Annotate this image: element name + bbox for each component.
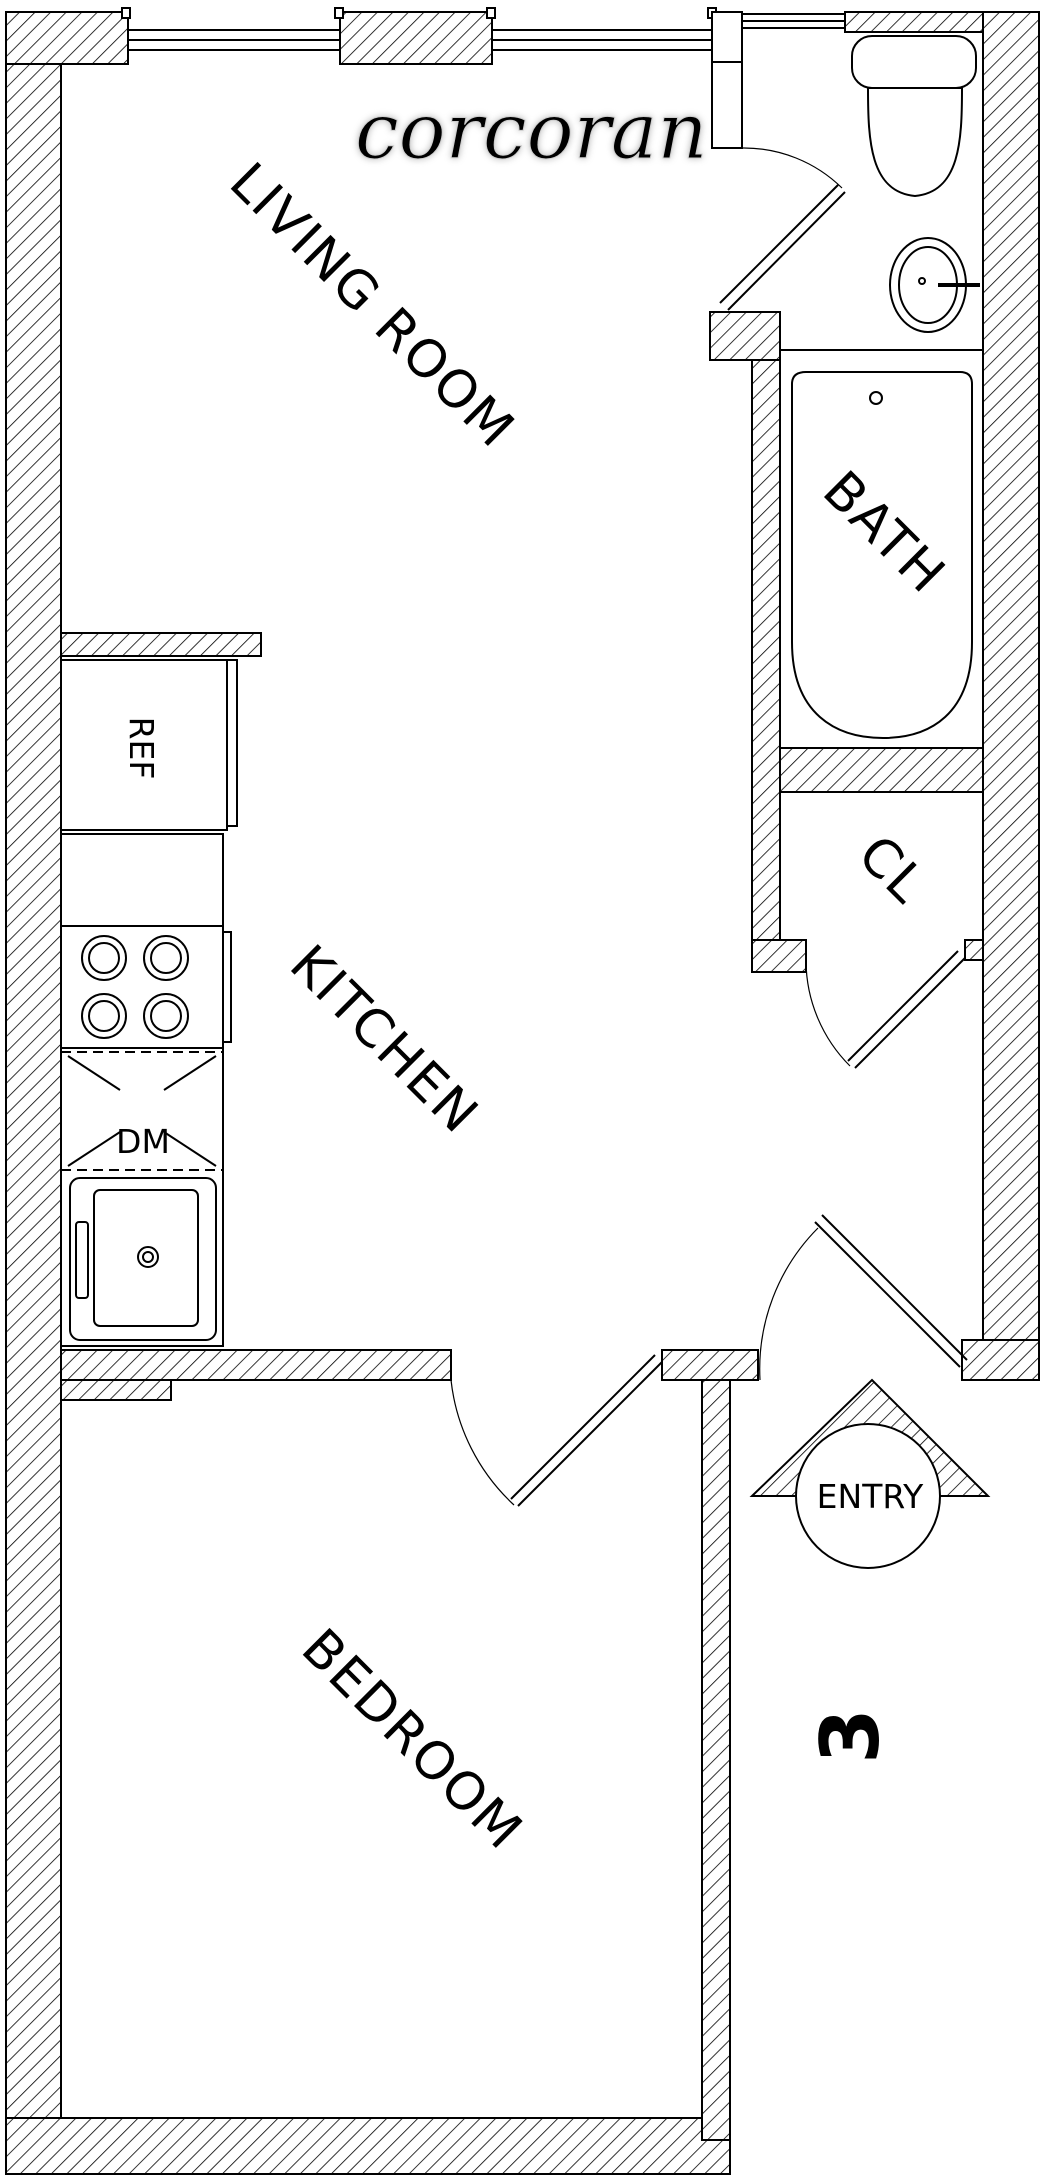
fixture-label-dm: DM (116, 1122, 170, 1161)
wall-bedroom-right (701, 1379, 731, 2141)
refrigerator (60, 659, 238, 831)
labels: corcoran LIVING ROOM BATH KITCHEN CL BED… (116, 87, 957, 1863)
door-entry (759, 1214, 968, 1381)
windows (121, 7, 846, 149)
counter (60, 833, 224, 1347)
kitchen-sink (69, 1177, 217, 1341)
room-label-living-room: LIVING ROOM (218, 152, 526, 460)
wall-right-entry (961, 1339, 1040, 1381)
sink (889, 237, 980, 333)
wall-left (5, 11, 62, 2175)
toilet (851, 35, 977, 198)
walls (5, 11, 1040, 2175)
doors (450, 147, 968, 1507)
wall-bedroom-top-mid (661, 1349, 759, 1381)
door-closet (805, 950, 966, 1069)
watermark-logo: corcoran (355, 87, 708, 177)
entry-marker: ENTRY (749, 1378, 991, 1569)
wall-kitchen-stub (60, 632, 262, 657)
entry-circle (795, 1423, 941, 1569)
room-label-bedroom: BEDROOM (290, 1618, 534, 1862)
dishwasher (61, 1051, 223, 1171)
wall-bedroom-top-left (60, 1349, 452, 1381)
wall-top-pier-right (844, 11, 984, 33)
door-bath (719, 147, 846, 311)
door-bedroom (450, 1354, 663, 1507)
bath-fixtures (779, 35, 984, 749)
entry-label: ENTRY (817, 1477, 925, 1516)
unit-number: 3 (804, 1708, 897, 1764)
wall-bedroom-top-notch (60, 1379, 172, 1401)
fixture-label-ref: REF (122, 717, 161, 780)
wall-bath-left (751, 311, 781, 973)
wall-closet-stub-right (964, 939, 984, 961)
wall-top-pier-left (5, 11, 129, 65)
wall-bath-closet (779, 747, 984, 793)
range (60, 925, 232, 1049)
bathtub (779, 349, 984, 749)
room-label-kitchen: KITCHEN (278, 934, 490, 1146)
wall-top-pier-mid (339, 11, 493, 65)
wall-right-upper (982, 11, 1040, 1381)
kitchen-fixtures (60, 659, 238, 1347)
room-label-closet: CL (846, 824, 937, 915)
wall-closet-stub-left (751, 939, 807, 973)
wall-bath-stub (709, 311, 781, 361)
wall-bottom (5, 2117, 731, 2175)
